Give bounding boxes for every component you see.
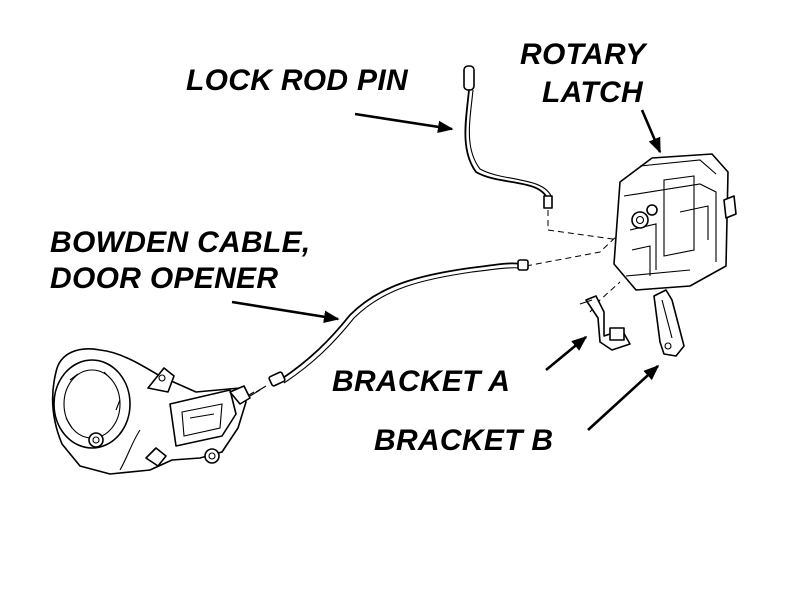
label-bracket-b: BRACKET B bbox=[374, 424, 554, 457]
rotary-latch-arrow bbox=[640, 109, 662, 154]
label-rotary-latch-line2: LATCH bbox=[542, 76, 643, 109]
bracket-a-arrow bbox=[545, 335, 588, 372]
lock-rod-pin-arrow bbox=[354, 112, 454, 134]
bowden-cable-arrow bbox=[231, 300, 340, 323]
label-rotary-latch-line1: ROTARY bbox=[520, 38, 646, 71]
label-bowden-cable-line2: DOOR OPENER bbox=[50, 262, 279, 295]
label-bracket-a: BRACKET A bbox=[332, 365, 511, 398]
bracket-b-arrow bbox=[587, 364, 660, 431]
label-bowden-cable-line1: BOWDEN CABLE, bbox=[50, 226, 311, 259]
lock-rod-pin bbox=[463, 65, 553, 209]
rotary-latch bbox=[613, 153, 737, 291]
bracket-b bbox=[653, 289, 685, 357]
label-lock-rod-pin: LOCK ROD PIN bbox=[186, 64, 408, 97]
door-opener-handle bbox=[51, 348, 251, 475]
bracket-a bbox=[579, 295, 631, 351]
